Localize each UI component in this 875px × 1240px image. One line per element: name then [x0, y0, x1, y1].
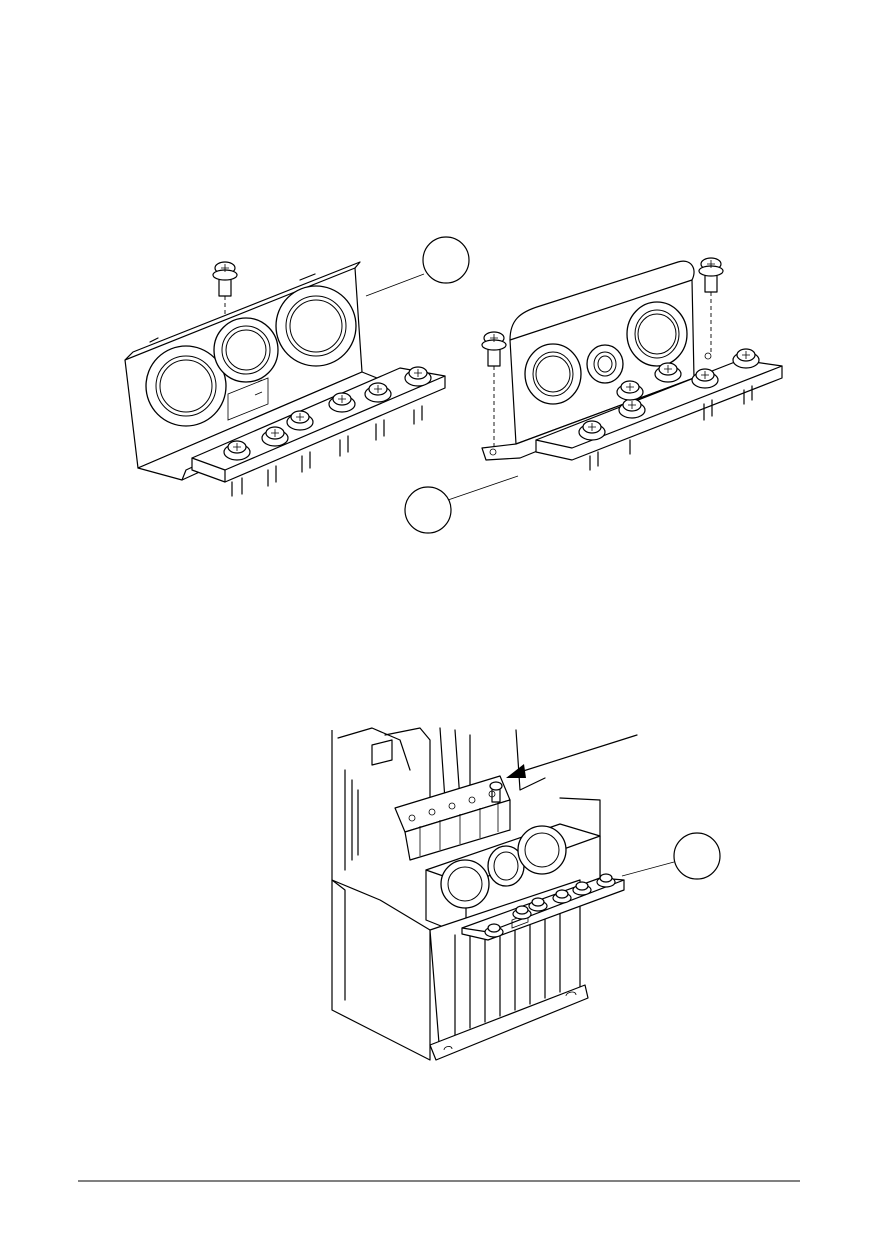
- clamp-screws-left: [223, 366, 432, 461]
- cable-grommet-medium: [213, 317, 279, 383]
- cable-grommet-large-2: [275, 285, 357, 367]
- cable-grommet-right-2: [586, 344, 624, 384]
- fitted-grommets: [440, 825, 567, 909]
- cable-grommet-large-1: [145, 345, 227, 427]
- callout-1: [365, 236, 470, 297]
- screw-exploded-right-a: [481, 331, 507, 446]
- screw-pointer-arrow: [489, 734, 638, 803]
- cable-grommet-right-1: [524, 343, 582, 405]
- cable-grommet-right-3: [626, 301, 688, 367]
- screw-exploded-left: [212, 261, 238, 316]
- callout-2: [404, 475, 519, 534]
- clamp-screws-right: [578, 348, 760, 441]
- fitted-clamp-bar: [461, 873, 625, 941]
- screw-exploded-right-b: [698, 257, 724, 352]
- callout-3: [621, 832, 721, 880]
